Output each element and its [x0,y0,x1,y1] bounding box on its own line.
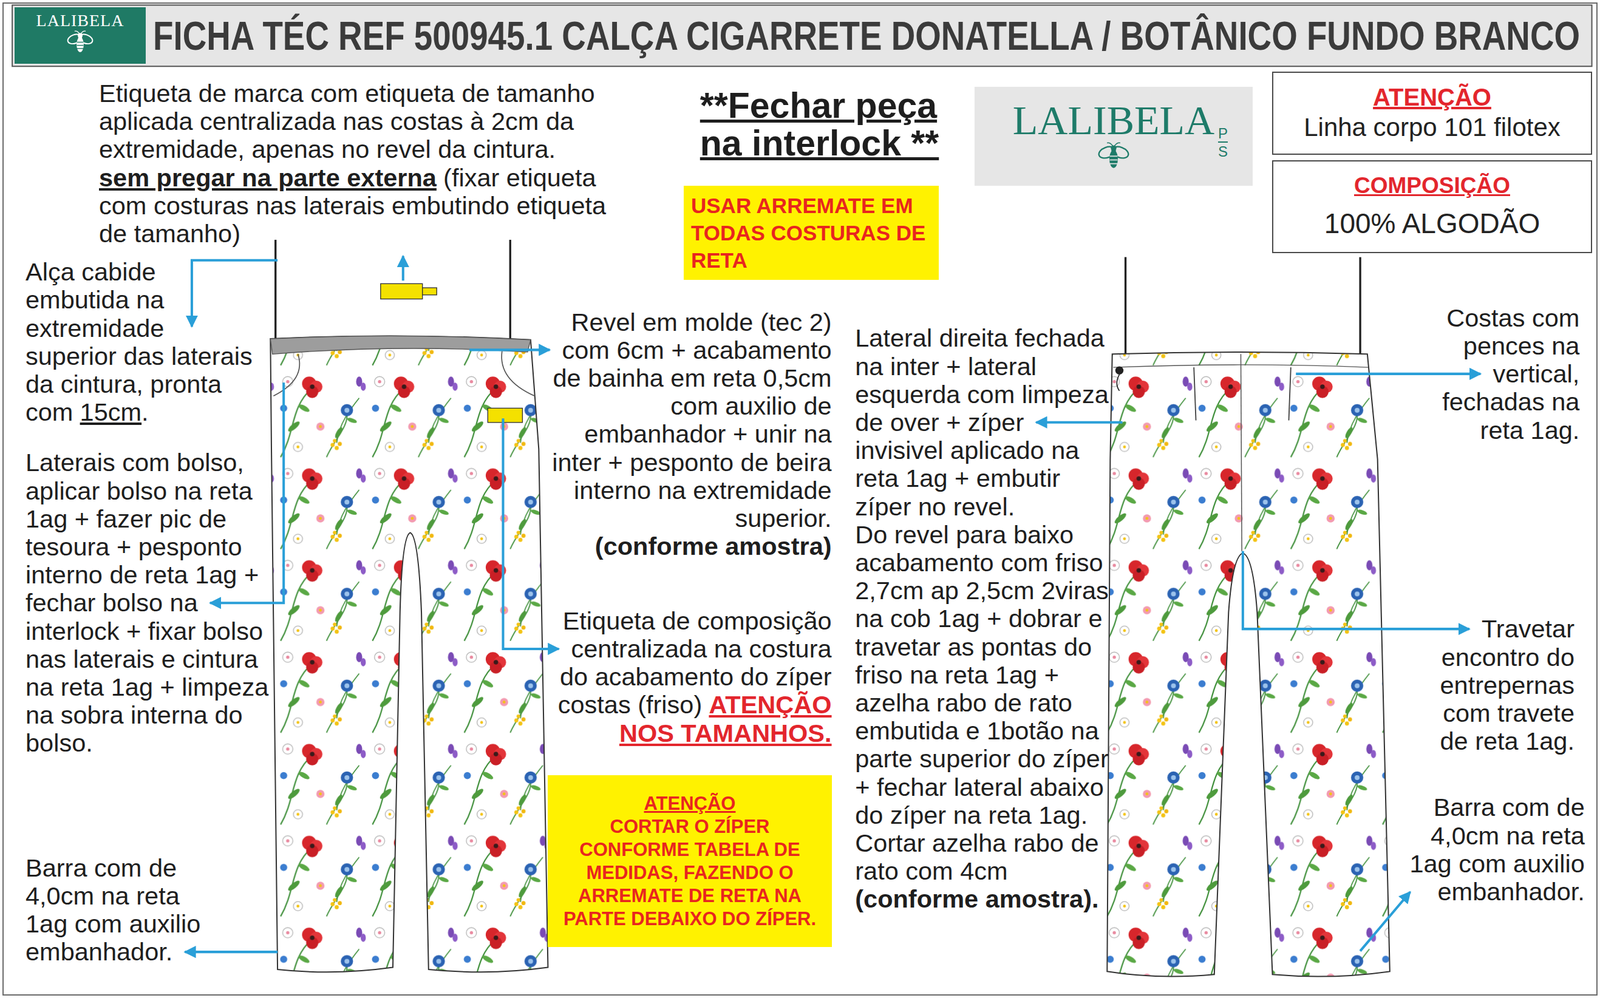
title-bar [12,4,1592,67]
pants-back [1116,374,1120,392]
callout-text: Do revel para baixo acabamento com friso… [854,520,1115,886]
callout-block: Etiqueta de composição centralizada na c… [550,607,832,748]
pants-front [270,335,548,973]
callout-text: (conforme amostra) [550,532,832,561]
leader-arrow [401,256,405,281]
callout-text: (conforme amostra). [854,885,1115,914]
leader-arrow [1242,551,1470,630]
bee-body [76,37,84,53]
callout-text: . [141,397,149,427]
callout-block: Revel em molde (tec 2) com 6cm + acabame… [550,308,832,562]
warning-box: ATENÇÃOCORTAR O ZÍPER CONFORME TABELA DE… [547,775,832,948]
leader-arrow [1360,891,1410,951]
page-frame [3,3,1597,996]
leader-arrow [191,260,278,327]
title-holder: FICHA TÉC REF 500945.1 CALÇA CIGARRETE D… [153,4,1587,67]
bee-stripe [1109,159,1118,161]
leader-lines [184,256,1481,953]
callout-text: 15cm [80,397,142,427]
box-heading: LALIBELA [36,11,125,31]
box-heading: ATENÇÃO [1372,82,1492,112]
leader-arrow [502,418,559,650]
bee-head [1110,145,1117,152]
pants-front [501,350,535,396]
brand-tag [380,283,437,299]
callout-text: Barra com de 4,0cm na reta 1ag com auxil… [1400,793,1585,906]
bee-body [1109,150,1118,169]
note-box: ATENÇÃOLinha corpo 101 filotex [1272,71,1593,155]
bee-head [77,32,83,38]
callout-block: Etiqueta de marca com etiqueta de tamanh… [98,79,630,248]
sheet-title: FICHA TÉC REF 500945.1 CALÇA CIGARRETE D… [153,12,1580,59]
box-text: P [1218,125,1228,142]
box-text: S [1218,141,1228,160]
leader-arrow [184,950,278,954]
box-text: 100% ALGODÃO [1324,206,1540,242]
callout-block: Lateral direita fechada na inter + later… [854,324,1115,914]
brand-logo: LALIBELA [14,7,146,64]
box-heading: ATENÇÃO [556,792,824,816]
callout-block: **Fechar peça na interlock ** [700,86,956,163]
callout-text: sem pregar na parte externa [98,163,437,192]
callout-block: Costas com pences na vertical, fechadas … [1436,304,1580,445]
callout-block: Alça cabide embutida na extremidade supe… [25,258,259,427]
composition-box: COMPOSIÇÃO 100% ALGODÃO [1272,160,1593,254]
box-text: CORTAR O ZÍPER CONFORME TABELA DE MEDIDA… [556,815,824,931]
bee-antenna [1106,143,1121,147]
box-heading: LALIBELA [1012,98,1215,143]
callout-block: Laterais com bolso, aplicar bolso na ret… [25,448,277,758]
hanger-loop [1124,257,1127,360]
hanger-loop [1358,257,1361,360]
bee-stripe [77,44,84,46]
pants-front [487,408,523,423]
callout-text: Costas com pences na vertical, fechadas … [1436,304,1580,445]
pants-back [1115,366,1124,375]
callout-text: Lateral direita fechada na inter + later… [854,324,1115,521]
box-text: Linha corpo 101 filotex [1303,111,1561,144]
bee-stripe [1109,156,1118,158]
bee-stripe [77,41,84,43]
leader-arrow [1295,372,1481,376]
box-heading: USAR ARREMATE EM TODAS COSTURAS DE RETA [691,191,932,274]
box-heading: COMPOSIÇÃO [1354,172,1511,200]
callout-text: **Fechar peça na interlock ** [700,86,956,163]
pants-front [273,354,300,396]
brand-tag [380,283,423,299]
bee-stripe [1109,163,1118,165]
warning-box: USAR ARREMATE EM TODAS COSTURAS DE RETA [683,185,939,280]
callout-block: Barra com de 4,0cm na reta 1ag com auxil… [25,854,220,967]
callout-block: Barra com de 4,0cm na reta 1ag com auxil… [1400,793,1585,906]
callout-block: Travetar encontro do entrepernas com tra… [1431,615,1575,756]
pants-back [1106,352,1390,978]
pants-back [1106,352,1390,978]
bee-stripe [77,47,84,49]
leader-arrow [469,348,550,351]
callout-text: Travetar encontro do entrepernas com tra… [1431,615,1575,756]
bee-antenna [74,30,86,34]
brand-tag [422,287,438,296]
bee-icon [1094,142,1133,171]
pants-front [270,335,531,355]
callout-text: Barra com de 4,0cm na reta 1ag com auxil… [25,854,220,967]
pants-back [1240,354,1242,551]
hanger-loop [509,239,512,345]
pants-back [1193,367,1196,421]
leader-arrow [1035,421,1123,424]
pants-front [270,335,548,973]
pants-back [1288,367,1291,421]
callout-text: Etiqueta de marca com etiqueta de tamanh… [98,79,630,164]
callout-text: Revel em molde (tec 2) com 6cm + acabame… [550,308,832,534]
hanger-loop [274,239,277,345]
bee-icon [64,30,96,55]
brand-logo: LALIBELAPS [974,86,1253,186]
callout-text: Laterais com bolso, aplicar bolso na ret… [25,448,277,758]
